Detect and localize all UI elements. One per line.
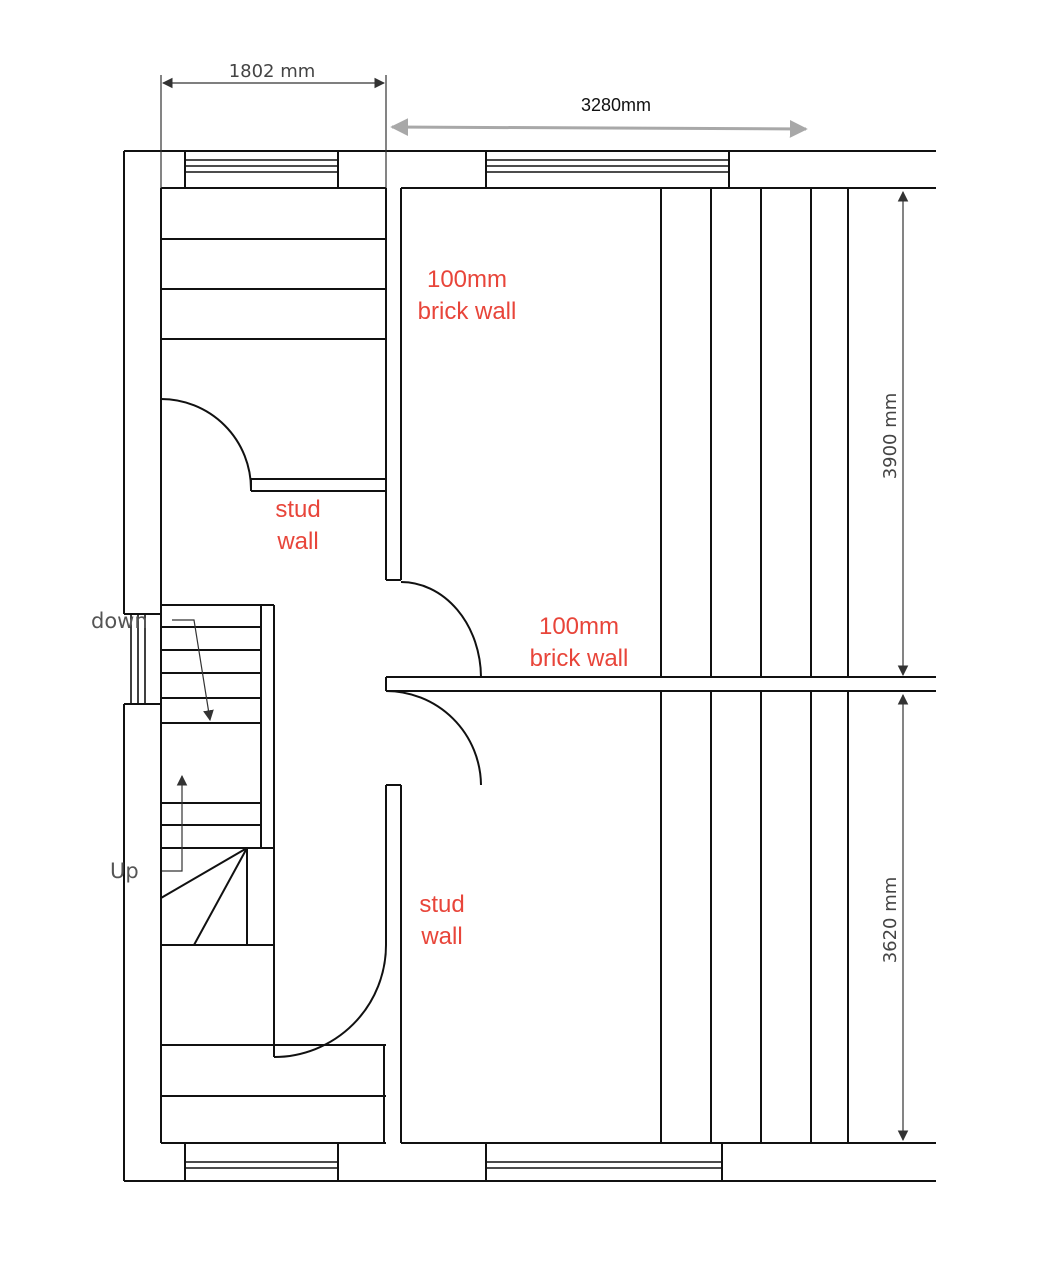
door-upper-room [400, 581, 482, 678]
window-bottom-right [485, 1142, 723, 1182]
dimension-top-right: 3280mm [390, 95, 808, 138]
door-lower-room [385, 690, 482, 786]
svg-text:wall: wall [420, 923, 462, 950]
stair-up-label: Up [110, 859, 139, 883]
stair-down-label: down [91, 609, 148, 633]
dimension-label-top-left: 1802 mm [229, 61, 316, 82]
note-brick-wall-mid: 100mm brick wall [530, 613, 629, 672]
dimension-label-right-lower: 3620 mm [880, 877, 901, 964]
svg-text:stud: stud [419, 891, 464, 918]
svg-text:wall: wall [276, 528, 318, 555]
window-top-right [485, 150, 730, 189]
door-hall-cupboard [160, 398, 252, 490]
brick-wall-vertical [385, 188, 402, 581]
dimension-label-right-upper: 3900 mm [880, 393, 901, 480]
fitted-units-lower [660, 691, 849, 1143]
staircase [160, 604, 386, 1097]
fitted-units-upper [660, 188, 849, 677]
brick-wall-horizontal [385, 676, 936, 692]
dimension-right-lower: 3620 mm [880, 693, 909, 1142]
svg-text:100mm: 100mm [539, 613, 619, 640]
window-top-left [184, 150, 339, 189]
note-stud-wall-hall: stud wall [275, 496, 320, 555]
svg-text:brick wall: brick wall [418, 298, 517, 325]
dimension-right-upper: 3900 mm [880, 190, 909, 677]
svg-text:100mm: 100mm [427, 266, 507, 293]
stud-wall-lower [383, 784, 402, 1143]
window-bottom-left [184, 1142, 339, 1182]
door-lower-hall [273, 944, 387, 1058]
note-brick-wall-top: 100mm brick wall [418, 266, 517, 325]
dimension-label-top-right: 3280mm [581, 95, 651, 115]
dimension-top-left: 1802 mm [160, 61, 387, 188]
svg-text:stud: stud [275, 496, 320, 523]
svg-text:brick wall: brick wall [530, 645, 629, 672]
window-left [124, 613, 161, 705]
hall-cupboard [161, 238, 386, 492]
note-stud-wall-lower: stud wall [419, 891, 464, 950]
